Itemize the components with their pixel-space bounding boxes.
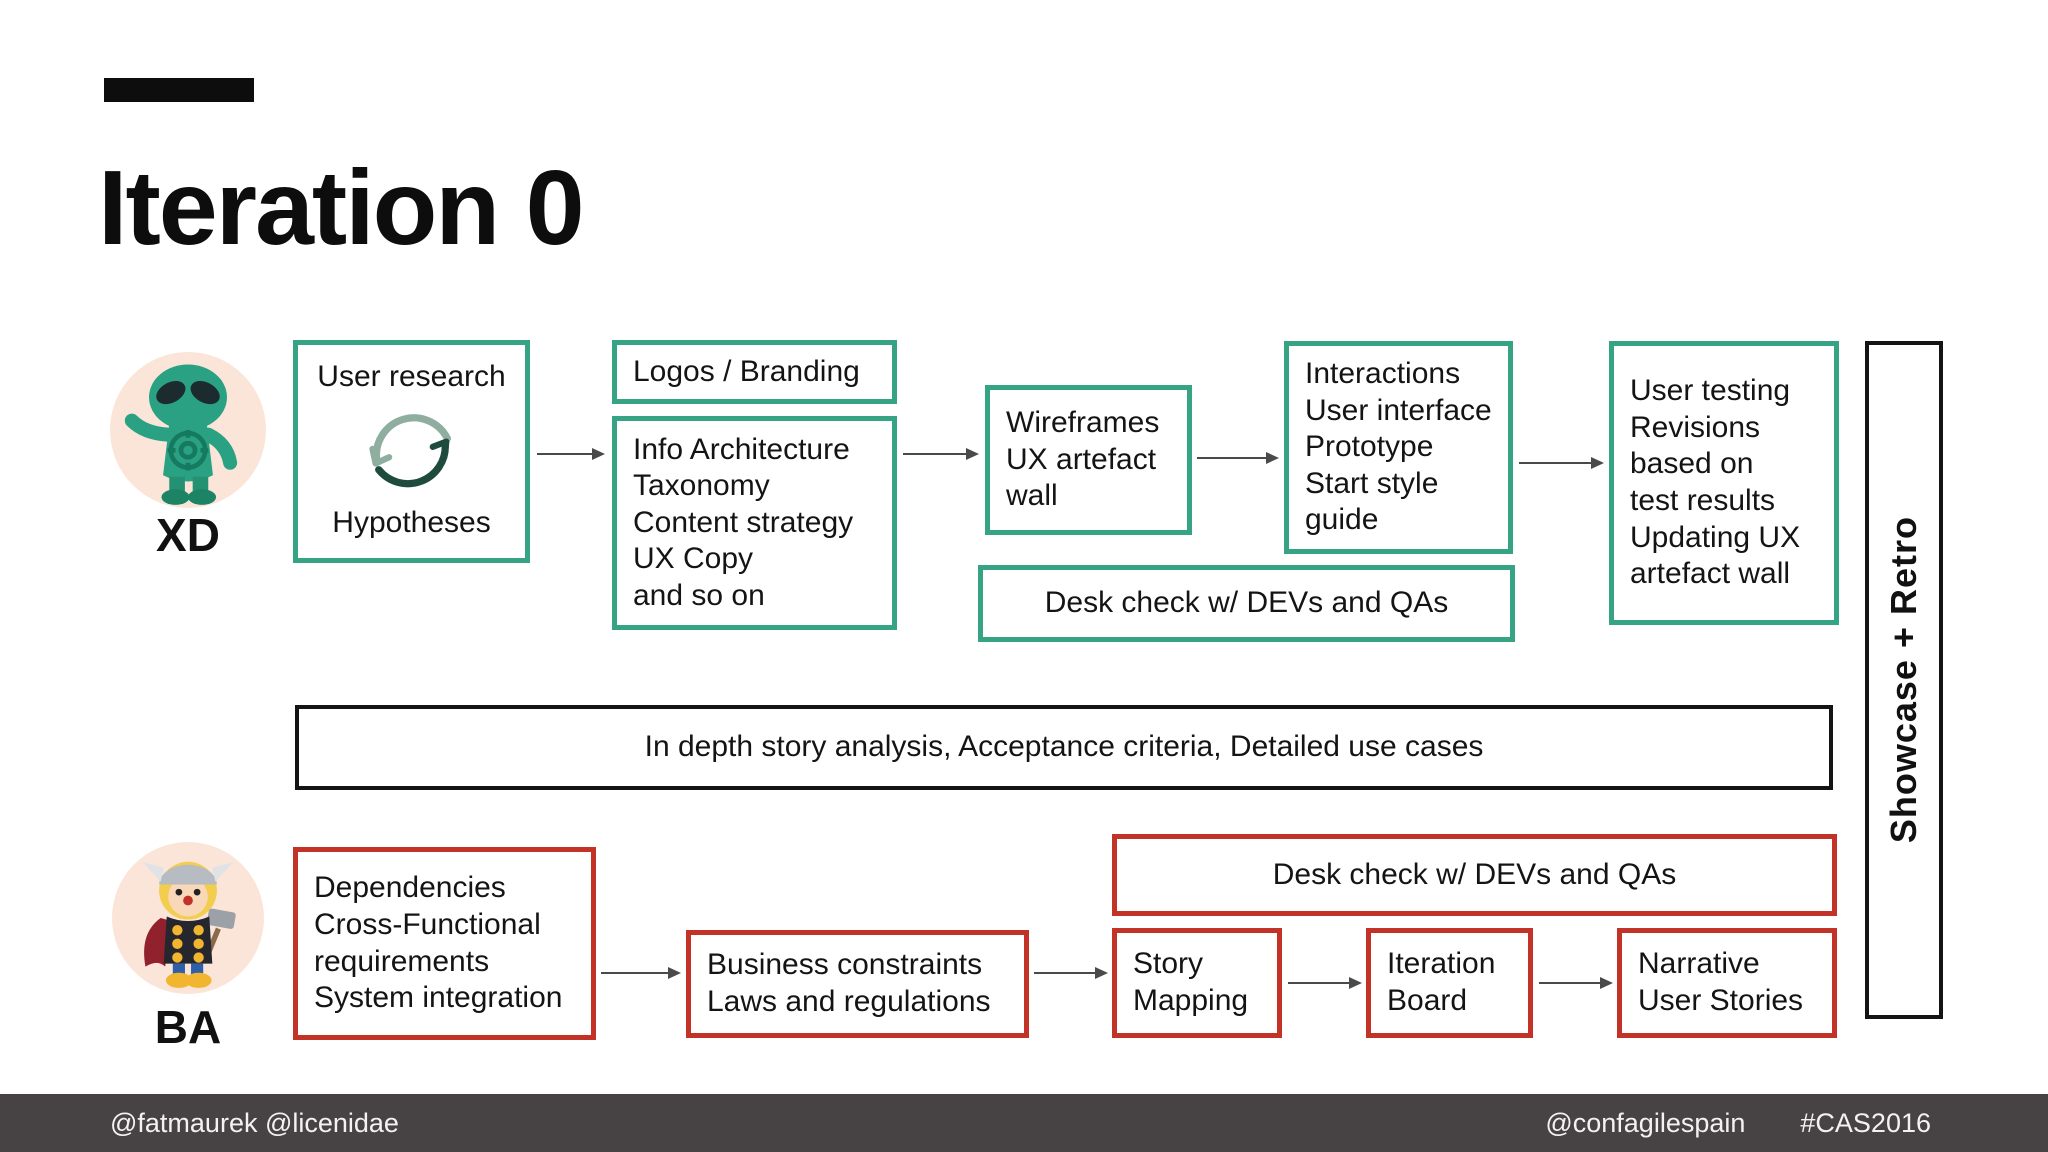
xd-user-testing-box: User testing Revisions based on test res… (1609, 341, 1839, 625)
flow-arrow-dependencies-to-constraints (601, 967, 681, 979)
flow-arrow-wireframes-to-interactions (1197, 452, 1279, 464)
logos-branding-label: Logos / Branding (633, 354, 860, 388)
ba-story-mapping-box: Story Mapping (1112, 928, 1282, 1038)
footer-bar: @fatmaurek @licenidae @confagilespain #C… (0, 1094, 2048, 1152)
footer-author-handles: @fatmaurek @licenidae (110, 1107, 399, 1138)
ba-business-constraints-box: Business constraints Laws and regulation… (686, 930, 1029, 1038)
business-constraints-label: Business constraints Laws and regulation… (707, 948, 991, 1018)
flow-arrow-iteration-to-narrative (1539, 977, 1613, 989)
interactions-label: Interactions User interface Prototype St… (1305, 357, 1492, 537)
ba-avatar (112, 842, 264, 994)
story-mapping-label: Story Mapping (1133, 947, 1249, 1017)
flow-arrow-story-to-iteration (1288, 977, 1362, 989)
wireframes-label: Wireframes UX artefact wall (1006, 406, 1160, 513)
flow-arrow-info-to-wireframes (903, 448, 979, 460)
xd-interactions-box: Interactions User interface Prototype St… (1284, 341, 1513, 554)
xd-info-architecture-box: Info Architecture Taxonomy Content strat… (612, 416, 897, 630)
cycle-refresh-icon (368, 413, 451, 487)
flow-arrow-constraints-to-story (1034, 967, 1108, 979)
flow-arrow-research-to-info (537, 448, 605, 460)
viking-character-avatar-icon (142, 861, 236, 988)
user-testing-label: User testing Revisions based on test res… (1630, 374, 1801, 591)
flow-arrow-interactions-to-testing (1519, 457, 1604, 469)
hypotheses-label: Hypotheses (332, 506, 491, 540)
dependencies-label: Dependencies Cross-Functional requiremen… (314, 871, 563, 1015)
info-architecture-label: Info Architecture Taxonomy Content strat… (633, 432, 854, 612)
story-analysis-label: In depth story analysis, Acceptance crit… (644, 730, 1484, 764)
footer-conference-handle: @confagilespain (1545, 1107, 1746, 1138)
user-research-label: User research (317, 360, 506, 393)
ba-iteration-board-box: Iteration Board (1366, 928, 1533, 1038)
xd-logos-branding-box: Logos / Branding (612, 340, 897, 404)
xd-desk-check-box: Desk check w/ DEVs and QAs (978, 565, 1515, 642)
page-title: Iteration 0 (98, 149, 585, 267)
ba-lane-label: BA (154, 1001, 222, 1053)
ba-desk-check-label: Desk check w/ DEVs and QAs (1272, 857, 1677, 891)
footer-hashtag: #CAS2016 (1800, 1107, 1931, 1138)
ba-desk-check-box: Desk check w/ DEVs and QAs (1112, 834, 1837, 916)
xd-avatar (110, 352, 266, 508)
showcase-retro-label: Showcase + Retro (1883, 516, 1924, 844)
alien-character-avatar-icon (124, 364, 238, 505)
story-analysis-box: In depth story analysis, Acceptance crit… (295, 705, 1833, 790)
ba-dependencies-box: Dependencies Cross-Functional requiremen… (293, 847, 596, 1040)
ba-narrative-stories-box: Narrative User Stories (1617, 928, 1837, 1038)
narrative-user-stories-label: Narrative User Stories (1638, 947, 1804, 1017)
xd-lane-label: XD (156, 509, 220, 561)
xd-desk-check-label: Desk check w/ DEVs and QAs (1044, 586, 1449, 620)
iteration-board-label: Iteration Board (1387, 947, 1496, 1017)
xd-user-research-box: User research Hypotheses (293, 340, 530, 563)
title-accent-bar (104, 78, 254, 102)
xd-wireframes-box: Wireframes UX artefact wall (985, 385, 1192, 535)
showcase-retro-box: Showcase + Retro (1865, 341, 1943, 1019)
